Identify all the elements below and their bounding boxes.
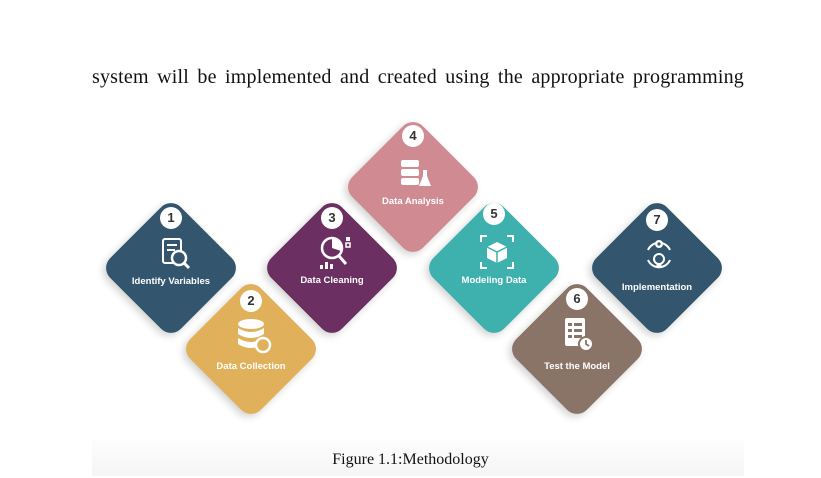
step-2-badge: 2 <box>240 290 262 312</box>
server-flask-icon <box>401 160 431 186</box>
database-refresh-icon <box>238 319 272 354</box>
step-6-label: Test the Model <box>544 361 610 372</box>
step-1-badge: 1 <box>160 207 182 229</box>
figure-caption: Figure 1.1:Methodology <box>332 451 489 468</box>
document-magnifier-icon <box>162 238 191 270</box>
step-5-label: Modeling Data <box>461 275 527 286</box>
checklist-clock-icon <box>565 318 594 352</box>
step-2-label: Data Collection <box>216 361 286 372</box>
gear-bulb-cycle-icon <box>647 240 671 269</box>
step-1-label: Identify Variables <box>131 276 211 287</box>
step-7-badge: 7 <box>646 209 668 231</box>
body-text-line: system will be implemented and created u… <box>92 66 744 88</box>
step-3-label: Data Cleaning <box>300 275 364 286</box>
chart-magnifier-icon <box>320 236 351 269</box>
cube-network-icon <box>480 235 514 269</box>
step-6-badge: 6 <box>566 288 588 310</box>
caption-background <box>92 440 744 476</box>
step-5-badge: 5 <box>483 203 505 225</box>
step-3-badge: 3 <box>321 207 343 229</box>
step-7-label: Implementation <box>621 282 693 293</box>
step-4-badge: 4 <box>402 125 424 147</box>
step-4-label: Data Analysis <box>382 196 444 207</box>
